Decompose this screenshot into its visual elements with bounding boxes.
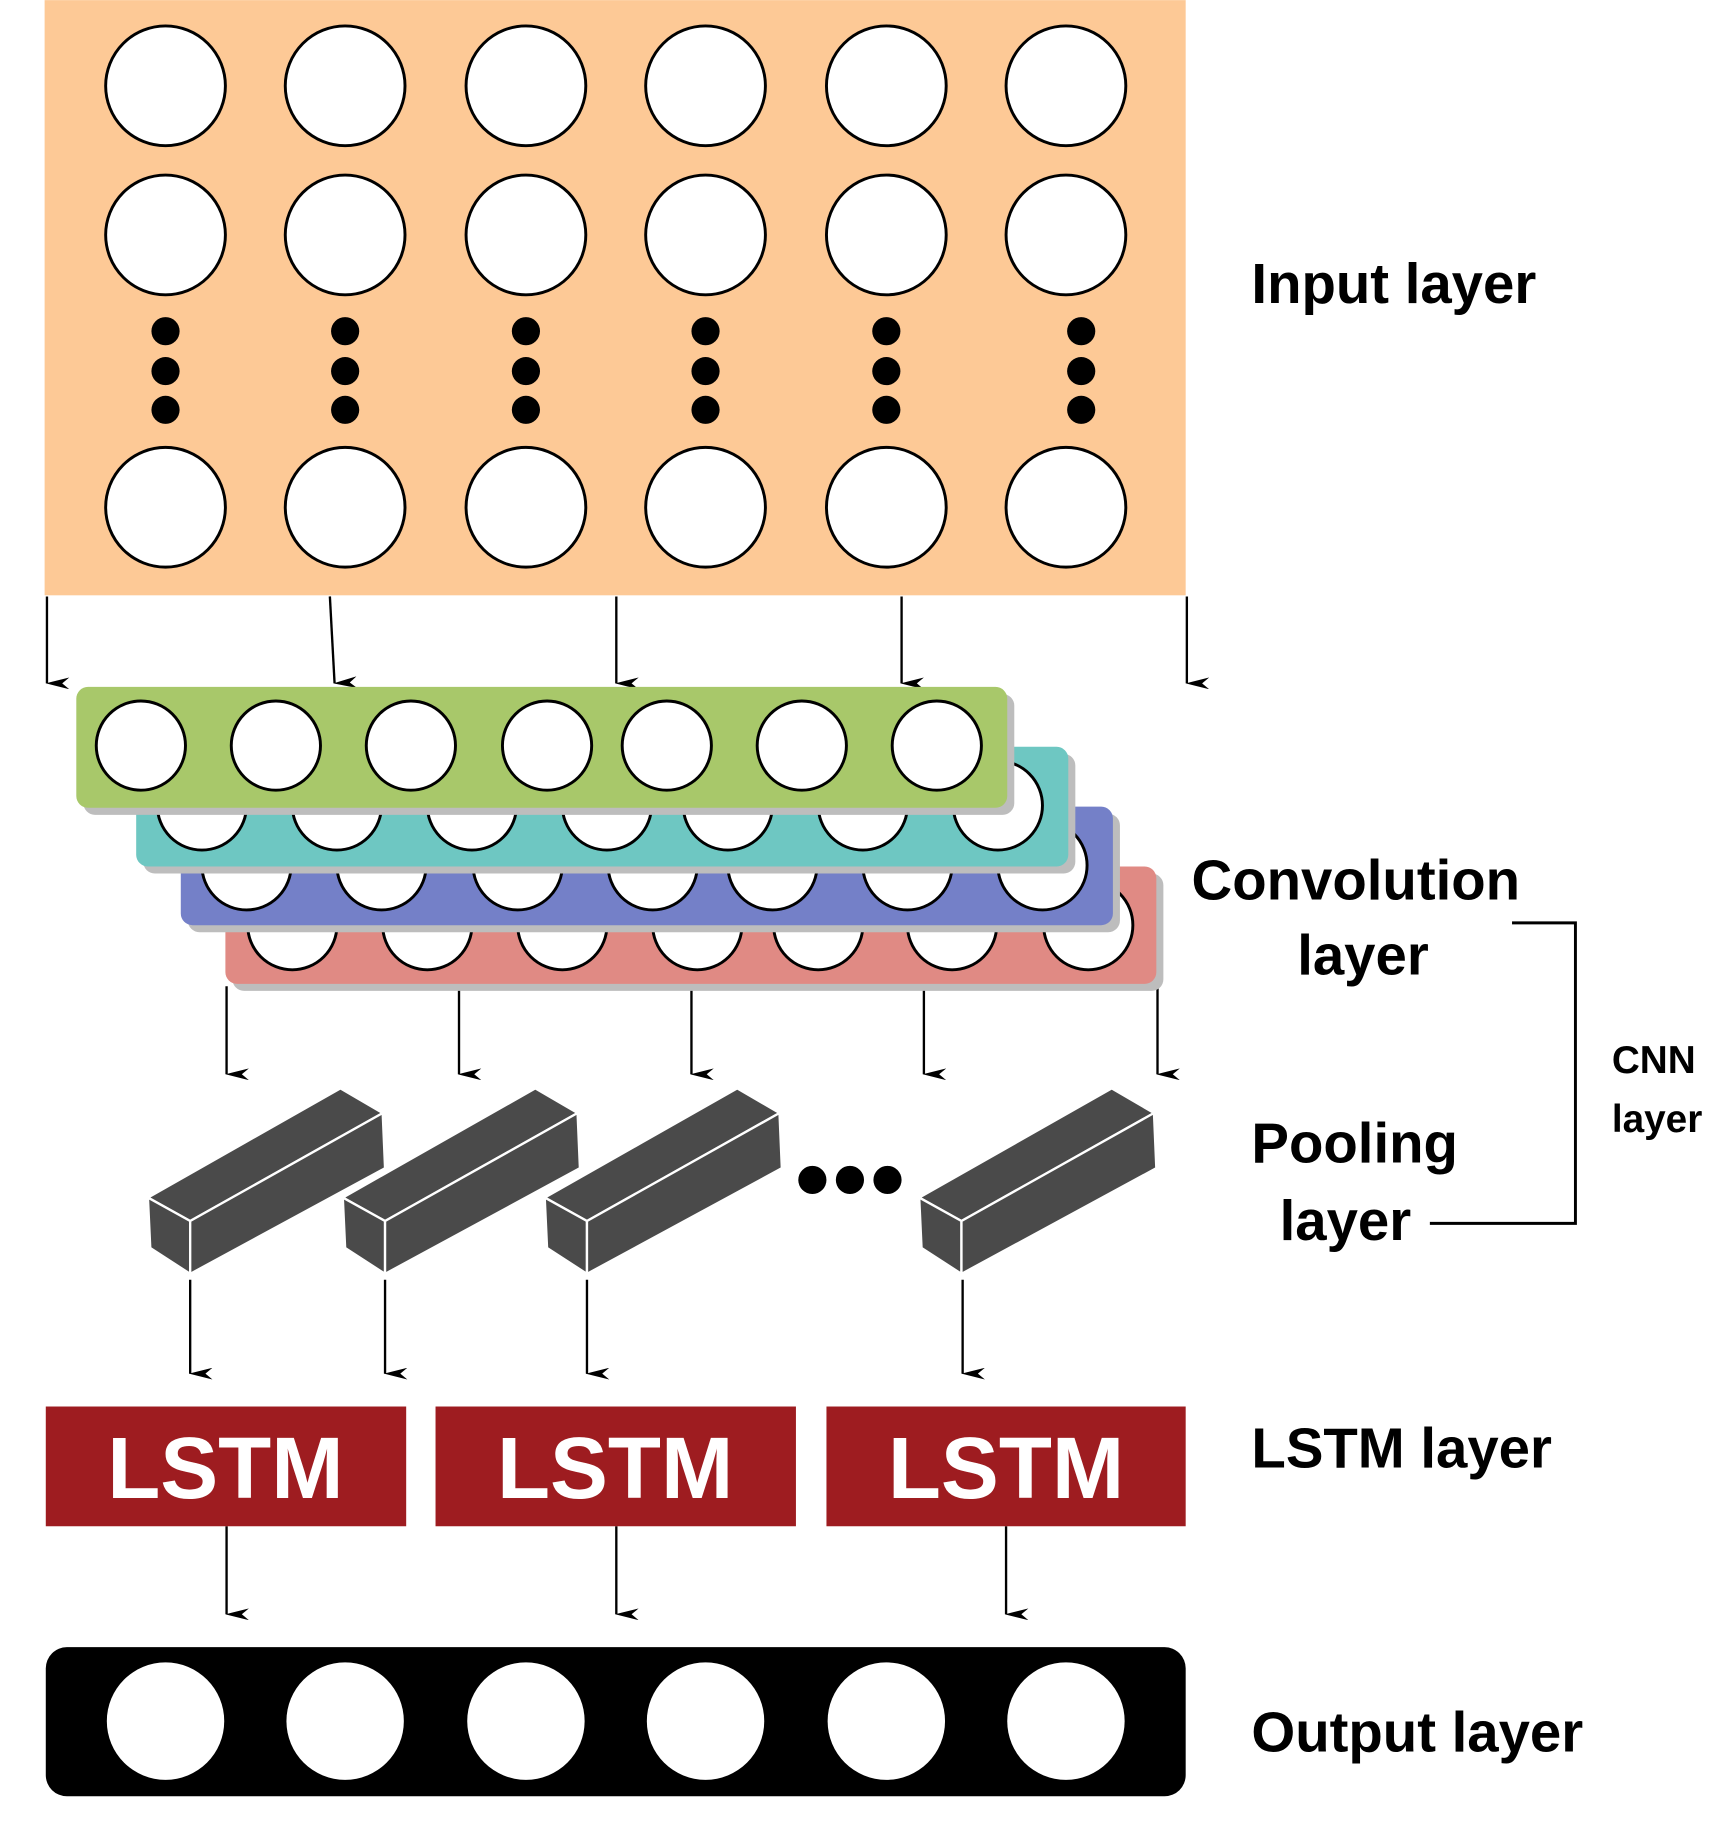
conv-neuron <box>500 699 594 792</box>
input-neuron <box>824 173 948 297</box>
ellipsis-dot <box>872 395 901 424</box>
ellipsis-dot <box>691 357 720 386</box>
input-neuron <box>283 445 407 569</box>
pooling-layer-label-line1: Pooling <box>1251 1111 1457 1174</box>
convolution-layer <box>76 686 1164 991</box>
ellipsis-dot <box>872 317 901 346</box>
conv-neuron <box>364 699 457 792</box>
input-neuron <box>283 24 407 148</box>
output-neuron <box>1007 1662 1125 1780</box>
output-neuron <box>467 1662 585 1780</box>
pooling-layer-label-line2: layer <box>1280 1189 1412 1252</box>
pooling-block <box>918 1087 1158 1276</box>
input-neuron <box>283 173 407 297</box>
pooling-block-side <box>585 1111 784 1276</box>
input-layer-background <box>44 0 1186 596</box>
pooling-block-side <box>383 1111 582 1276</box>
input-neuron <box>464 445 588 569</box>
lstm-block-3 <box>826 1406 1186 1527</box>
ellipsis-dot <box>1067 357 1096 386</box>
conv-neuron <box>755 699 848 792</box>
lstm-block-1-label: LSTM <box>107 1420 343 1517</box>
input-neuron <box>644 24 767 148</box>
conv-neuron <box>620 699 713 792</box>
output-neuron <box>106 1662 225 1780</box>
ellipsis-dot <box>873 1165 902 1195</box>
conv-neuron <box>229 699 322 792</box>
ellipsis-dot <box>331 357 360 386</box>
lstm-layer: LSTM LSTM LSTM <box>45 1406 1186 1527</box>
pooling-block <box>146 1087 387 1276</box>
input-neuron <box>1004 24 1128 148</box>
ellipsis-dot <box>691 317 720 346</box>
convolution-layer-label-line1: Convolution <box>1192 848 1521 911</box>
ellipsis-dot <box>151 357 180 386</box>
input-layer <box>44 0 1186 596</box>
input-neuron <box>1004 173 1128 297</box>
arrows <box>45 596 1210 1621</box>
output-neuron <box>646 1662 765 1780</box>
ellipsis-dot <box>691 395 720 424</box>
ellipsis-dot <box>331 395 360 424</box>
pooling-block <box>543 1087 784 1276</box>
input-neuron <box>824 445 948 569</box>
input-layer-label: Input layer <box>1251 252 1536 315</box>
pooling-block-side <box>189 1111 387 1276</box>
input-neuron <box>464 24 588 148</box>
conv-neuron <box>94 699 187 792</box>
ellipsis-dot <box>511 395 541 424</box>
ellipsis-dot <box>151 395 180 424</box>
input-neuron <box>824 24 948 148</box>
output-layer-label: Output layer <box>1251 1701 1583 1764</box>
cnn-layer-label-line2: layer <box>1612 1098 1702 1141</box>
output-neuron <box>286 1662 404 1780</box>
arrow <box>328 596 358 689</box>
lstm-block-2-label: LSTM <box>497 1420 733 1517</box>
ellipsis-dot <box>331 317 360 346</box>
cnn-layer-label-line1: CNN <box>1612 1039 1696 1082</box>
lstm-block-2 <box>435 1406 796 1527</box>
ellipsis-dot <box>1067 317 1096 346</box>
lstm-block-3-label: LSTM <box>888 1420 1124 1517</box>
lstm-block-1 <box>45 1406 407 1527</box>
ellipsis-dot <box>1067 395 1096 424</box>
output-layer <box>45 1647 1186 1797</box>
input-neuron <box>464 173 588 297</box>
pooling-layer <box>146 1087 1158 1276</box>
pooling-block <box>341 1087 582 1276</box>
input-neuron <box>104 173 227 297</box>
ellipsis-dot <box>511 357 541 386</box>
input-neuron <box>644 173 767 297</box>
ellipsis-dot <box>798 1165 827 1195</box>
input-neuron <box>644 445 767 569</box>
cnn-bracket <box>1429 921 1577 1225</box>
layer-labels: Input layer Convolution layer Pooling la… <box>1192 252 1703 1764</box>
pooling-block-side <box>960 1111 1158 1276</box>
convolution-layer-label-line2: layer <box>1297 924 1429 987</box>
ellipsis-dot <box>872 357 901 386</box>
lstm-layer-label: LSTM layer <box>1251 1417 1552 1480</box>
ellipsis-dot <box>835 1165 865 1195</box>
ellipsis-dot <box>511 317 541 346</box>
input-neuron <box>104 445 227 569</box>
input-neuron <box>1004 445 1128 569</box>
ellipsis-dot <box>151 317 180 346</box>
input-neuron <box>104 24 227 148</box>
conv-neuron <box>890 699 983 792</box>
output-neuron <box>827 1662 946 1780</box>
